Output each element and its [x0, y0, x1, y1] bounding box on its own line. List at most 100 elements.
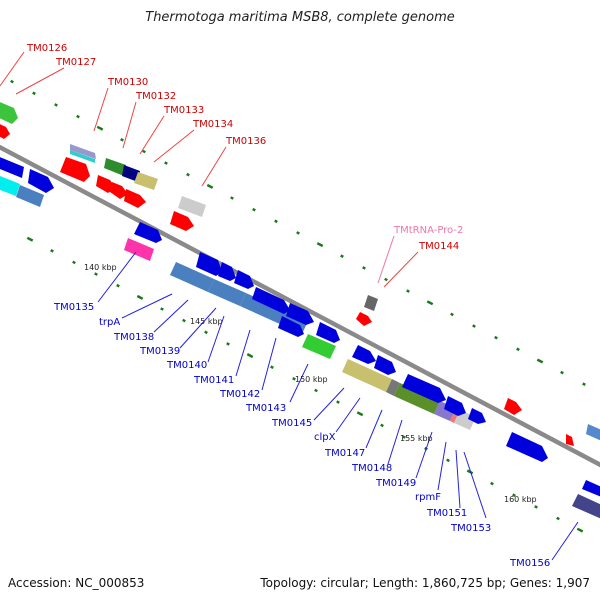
gene-feature — [234, 270, 254, 289]
reverse-strand-genes — [0, 157, 600, 519]
gene-label[interactable]: TM0136 — [225, 136, 266, 147]
forward-strand-genes — [0, 102, 600, 446]
gene-feature — [402, 374, 446, 403]
gene-feature — [196, 252, 222, 276]
gene-feature — [0, 124, 10, 139]
gene-feature — [582, 480, 600, 497]
gene-label[interactable]: rpmF — [415, 492, 441, 503]
gene-label[interactable]: TMtRNA-Pro-2 — [393, 225, 463, 236]
gene-feature — [170, 262, 214, 292]
gene-label[interactable]: TM0143 — [245, 403, 286, 414]
gene-feature — [208, 279, 246, 306]
gene-label[interactable]: TM0127 — [55, 57, 96, 68]
ruler-tick — [116, 283, 120, 288]
gene-label[interactable]: TM0142 — [219, 389, 260, 400]
gene-feature — [286, 303, 314, 325]
gene-feature — [506, 432, 548, 462]
reverse-leaders — [97, 251, 579, 561]
scale-label: 140 kbp — [84, 263, 117, 272]
accession-text: Accession: NC_000853 — [8, 576, 145, 590]
gene-label[interactable]: TM0139 — [139, 346, 180, 357]
gene-label[interactable]: TM0147 — [324, 448, 365, 459]
backbone — [0, 144, 600, 468]
gene-label[interactable]: TM0126 — [26, 43, 67, 54]
ruler-tick — [384, 277, 388, 282]
scale-label: 160 kbp — [504, 495, 537, 504]
ruler-tick — [204, 330, 208, 335]
gene-feature — [70, 144, 96, 159]
gene-feature — [278, 316, 304, 337]
gene-feature — [124, 189, 146, 208]
gene-feature — [110, 182, 128, 199]
trna-leader — [377, 235, 395, 284]
gene-label[interactable]: TM0138 — [113, 332, 154, 343]
forward-gene-labels: TM0126 TM0127 TM0130 TM0132 TM0133 TM013… — [26, 43, 463, 252]
gene-feature — [124, 238, 154, 261]
gene-feature — [342, 359, 392, 392]
gene-label[interactable]: TM0145 — [271, 418, 312, 429]
ruler-tick — [230, 196, 234, 200]
gene-label[interactable]: TM0151 — [426, 508, 467, 519]
gene-label[interactable]: TM0153 — [450, 523, 491, 534]
gene-label[interactable]: TM0144 — [418, 241, 459, 252]
ruler-tick — [362, 266, 366, 270]
gene-feature — [16, 185, 44, 207]
gene-feature — [504, 398, 522, 415]
ruler-tick — [32, 91, 36, 96]
gene-feature — [364, 295, 378, 311]
gene-label[interactable]: TM0130 — [107, 77, 148, 88]
scale-label: 150 kbp — [295, 375, 328, 384]
ruler-tick — [226, 342, 230, 346]
ruler-tick — [26, 236, 34, 242]
ruler-tick — [296, 231, 300, 235]
ruler-tick — [136, 294, 144, 300]
gene-label[interactable]: TM0133 — [163, 105, 204, 116]
gene-feature — [586, 424, 600, 441]
gene-feature — [28, 169, 54, 193]
gene-label[interactable]: TM0149 — [375, 478, 416, 489]
ruler-tick — [426, 300, 434, 306]
ruler-tick — [380, 423, 384, 428]
gene-feature — [60, 157, 90, 182]
reverse-gene-labels: TM0135 trpA TM0138 TM0139 TM0140 TM0141 … — [53, 302, 550, 569]
gene-label[interactable]: TM0140 — [166, 360, 207, 371]
ruler-tick — [534, 505, 538, 509]
gene-label[interactable]: TM0148 — [351, 463, 392, 474]
gene-label[interactable]: TM0141 — [193, 375, 234, 386]
gene-feature — [374, 355, 396, 375]
gene-feature — [0, 176, 20, 196]
ruler-tick — [160, 307, 164, 311]
ruler-tick — [466, 469, 474, 475]
gene-feature — [302, 334, 336, 359]
gene-feature — [0, 157, 24, 178]
gene-feature — [70, 150, 95, 163]
gene-feature — [444, 396, 466, 416]
ruler-tick — [406, 289, 410, 293]
gene-label[interactable]: clpX — [314, 432, 336, 443]
ruler-tick — [142, 149, 146, 154]
ruler-tick — [402, 435, 406, 439]
ruler-tick — [274, 219, 278, 224]
gene-feature — [252, 287, 290, 314]
gene-label[interactable]: TM0135 — [53, 302, 94, 313]
gene-feature — [356, 312, 372, 326]
ruler-tick — [516, 347, 520, 352]
gene-feature — [394, 383, 440, 414]
gene-label[interactable]: TM0156 — [509, 558, 550, 569]
gene-feature — [386, 379, 400, 396]
map-title: Thermotoga maritima MSB8, complete genom… — [145, 10, 455, 25]
ruler-tick — [206, 183, 214, 189]
ruler-tick — [316, 242, 324, 248]
ruler-tick — [94, 272, 98, 276]
ruler-tick — [446, 458, 450, 463]
topology-text: Topology: circular; Length: 1,860,725 bp… — [260, 576, 590, 590]
gene-label[interactable]: trpA — [99, 317, 120, 328]
ruler-tick — [164, 161, 168, 165]
gene-feature — [170, 211, 194, 231]
gene-label[interactable]: TM0132 — [135, 91, 176, 102]
ruler-tick — [512, 493, 516, 498]
gene-label[interactable]: TM0134 — [192, 119, 233, 130]
ruler-tick — [494, 335, 498, 340]
ruler-tick — [50, 248, 54, 253]
ruler-tick — [356, 411, 364, 417]
